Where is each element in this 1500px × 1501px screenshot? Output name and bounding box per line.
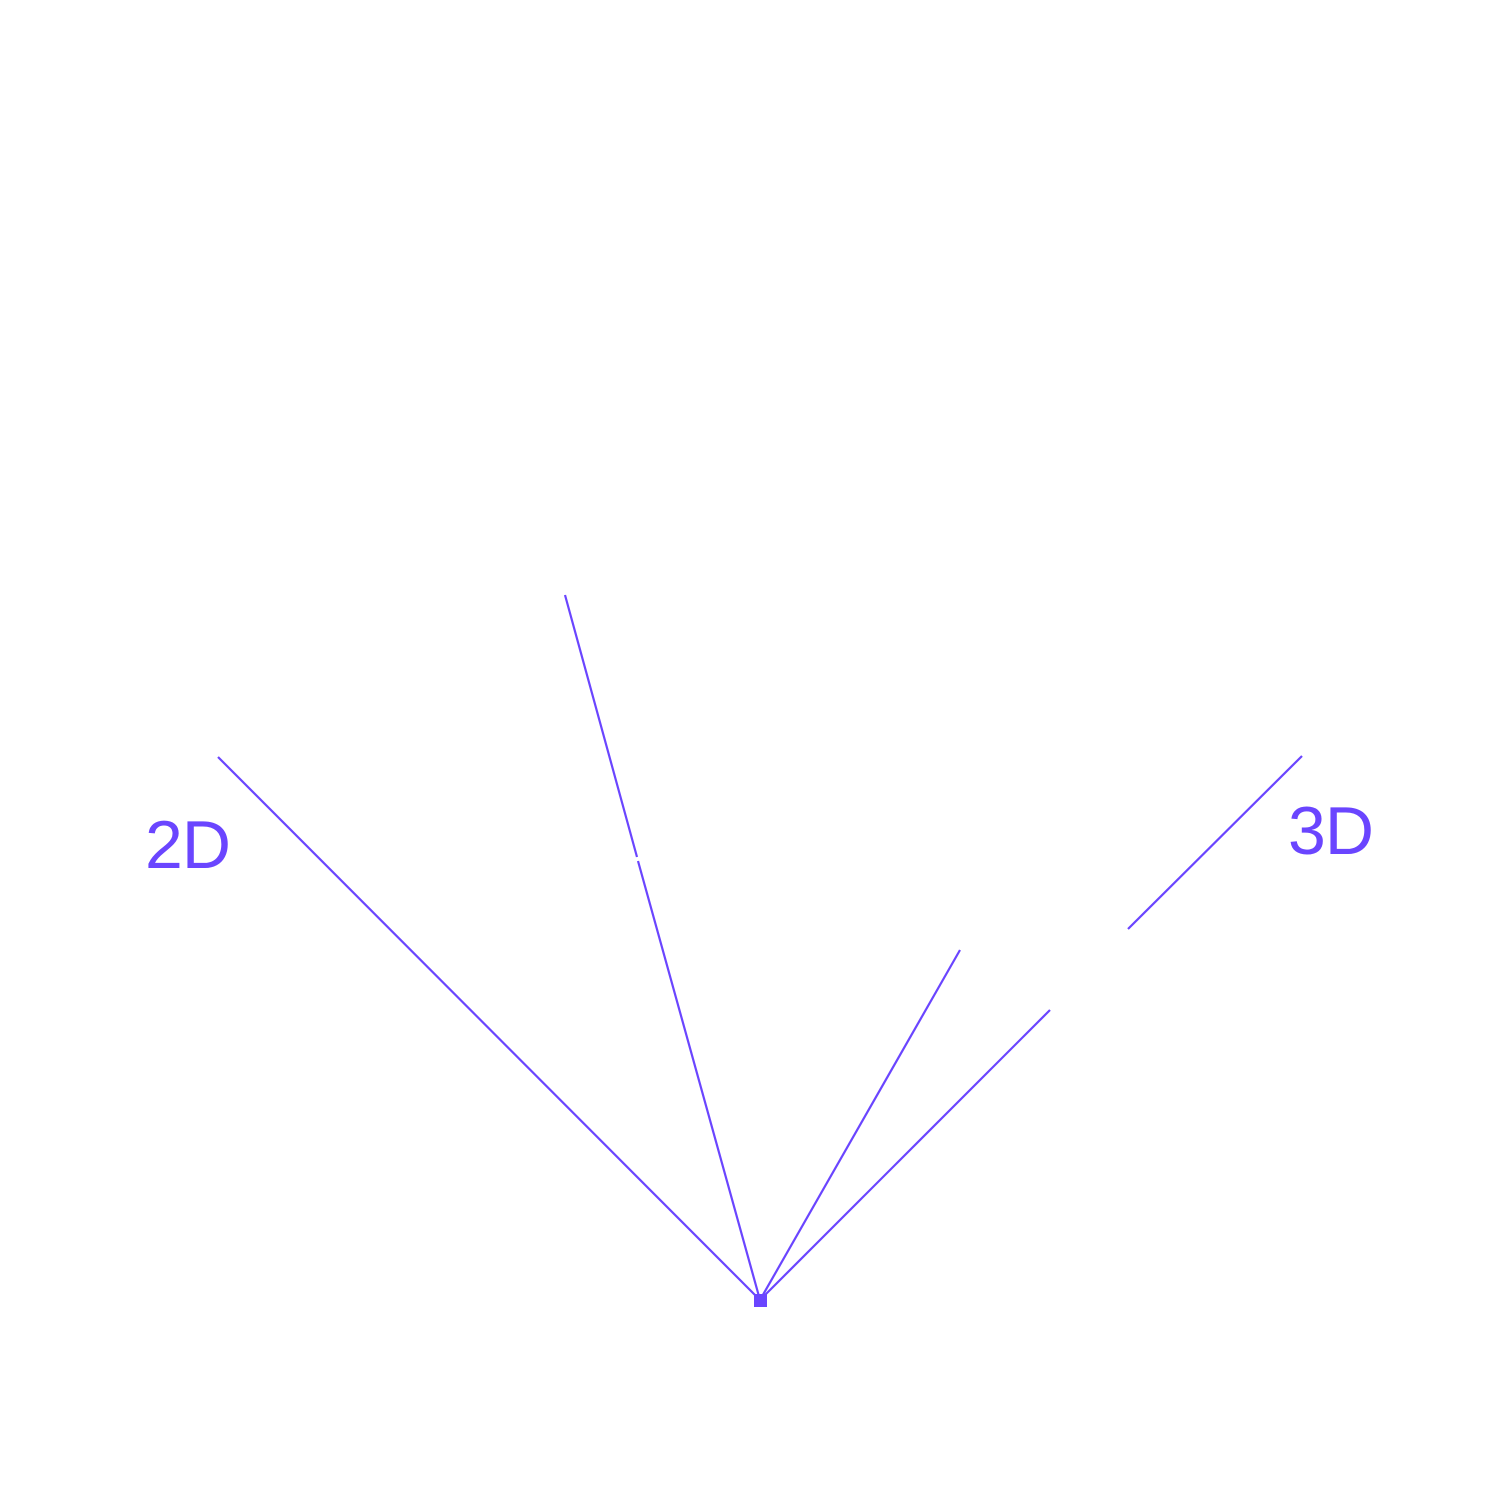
ray-upper-left-upper — [563, 594, 639, 858]
ray-upper-left-lower — [636, 860, 762, 1301]
ray-left — [217, 756, 761, 1301]
origin-point — [754, 1294, 767, 1307]
ray-right-lower — [759, 1009, 1051, 1301]
ray-right-upper — [1127, 755, 1303, 930]
ray-mid-right — [759, 949, 961, 1301]
label-3d: 3D — [1288, 793, 1374, 869]
label-2d: 2D — [145, 807, 231, 883]
